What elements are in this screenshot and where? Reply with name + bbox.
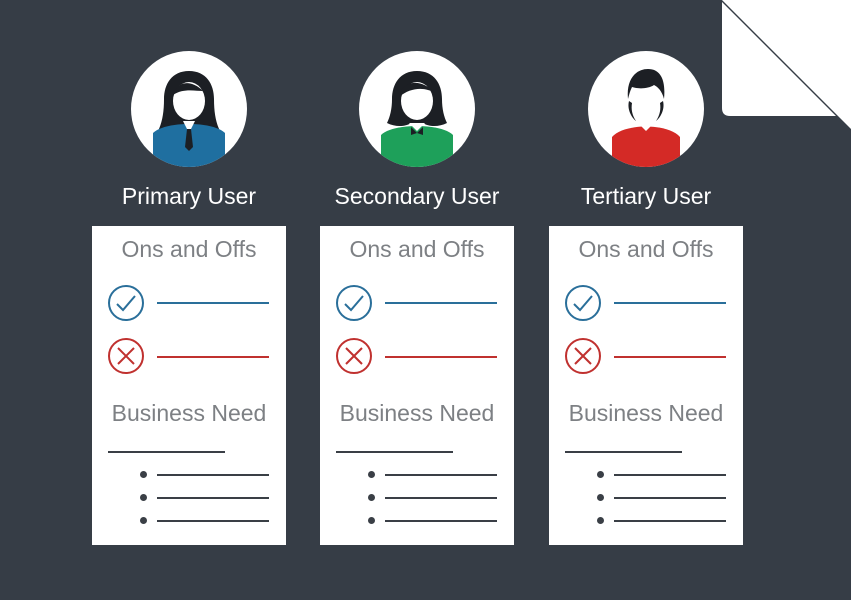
check-circle-icon	[565, 285, 601, 321]
bullet-icon	[597, 517, 604, 524]
bullet-icon	[597, 494, 604, 501]
persona-column-tertiary: Tertiary User Ons and Offs Business Need	[549, 0, 743, 600]
bullet-icon	[368, 494, 375, 501]
likes-line	[614, 302, 726, 304]
avatar	[359, 51, 475, 167]
bullet-line	[157, 474, 269, 476]
user-label: Primary User	[121, 183, 257, 209]
bullet-icon	[597, 471, 604, 478]
dislikes-line	[157, 356, 269, 358]
bullet-line	[385, 474, 497, 476]
bullet-line	[614, 520, 726, 522]
bullet-line	[157, 520, 269, 522]
heading-underline	[336, 451, 453, 453]
ons-offs-heading: Ons and Offs	[578, 236, 714, 262]
woman-avatar-icon	[381, 71, 453, 167]
bullet-icon	[140, 494, 147, 501]
dislikes-line	[385, 356, 497, 358]
ons-offs-heading: Ons and Offs	[349, 236, 485, 262]
ons-offs-heading: Ons and Offs	[121, 236, 257, 262]
check-circle-icon	[108, 285, 144, 321]
persona-card	[549, 226, 743, 545]
bullet-icon	[368, 471, 375, 478]
check-circle-icon	[336, 285, 372, 321]
persona-column-secondary: Secondary User Ons and Offs Business Nee…	[320, 0, 514, 600]
persona-card	[320, 226, 514, 545]
likes-line	[157, 302, 269, 304]
bullet-line	[157, 497, 269, 499]
avatar	[131, 51, 247, 167]
bullet-icon	[140, 517, 147, 524]
business-need-heading: Business Need	[339, 400, 495, 426]
businesswoman-avatar-icon	[153, 71, 225, 167]
avatar	[588, 51, 704, 167]
business-need-heading: Business Need	[111, 400, 267, 426]
bullet-line	[385, 520, 497, 522]
bullet-icon	[140, 471, 147, 478]
dislikes-line	[614, 356, 726, 358]
persona-card	[92, 226, 286, 545]
heading-underline	[565, 451, 682, 453]
user-label: Tertiary User	[580, 183, 712, 209]
folded-corner-icon	[722, 2, 836, 116]
bullet-icon	[368, 517, 375, 524]
cross-circle-icon	[108, 338, 144, 374]
cross-circle-icon	[336, 338, 372, 374]
business-need-heading: Business Need	[568, 400, 724, 426]
user-label: Secondary User	[334, 183, 500, 209]
cross-circle-icon	[565, 338, 601, 374]
bullet-line	[385, 497, 497, 499]
likes-line	[385, 302, 497, 304]
man-avatar-icon	[612, 69, 680, 167]
bullet-line	[614, 497, 726, 499]
persona-column-primary: Primary User Ons and Offs Business Need	[92, 0, 286, 600]
heading-underline	[108, 451, 225, 453]
bullet-line	[614, 474, 726, 476]
